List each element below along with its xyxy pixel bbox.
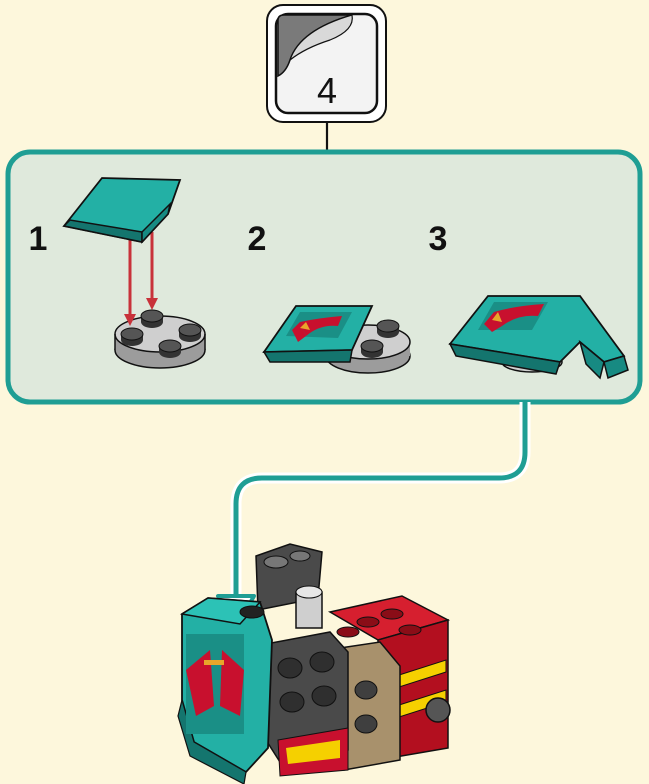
teal-slope-with-sticker [262, 305, 374, 363]
sticker-callout: 4 [266, 4, 387, 123]
assembled-slope-on-plate [448, 295, 629, 380]
plate-studs [120, 309, 202, 358]
step1-illustration [62, 177, 206, 369]
step-number-3: 3 [429, 220, 448, 258]
step-number-2: 2 [248, 220, 267, 258]
connector-path [233, 402, 528, 594]
step-number-1: 1 [29, 220, 48, 258]
step2-illustration [262, 305, 411, 374]
teal-curved-slope [62, 177, 182, 244]
step3-illustration [448, 295, 629, 380]
sticker-number: 4 [317, 70, 337, 111]
teal-front-slope [177, 597, 273, 784]
main-model [177, 543, 451, 784]
